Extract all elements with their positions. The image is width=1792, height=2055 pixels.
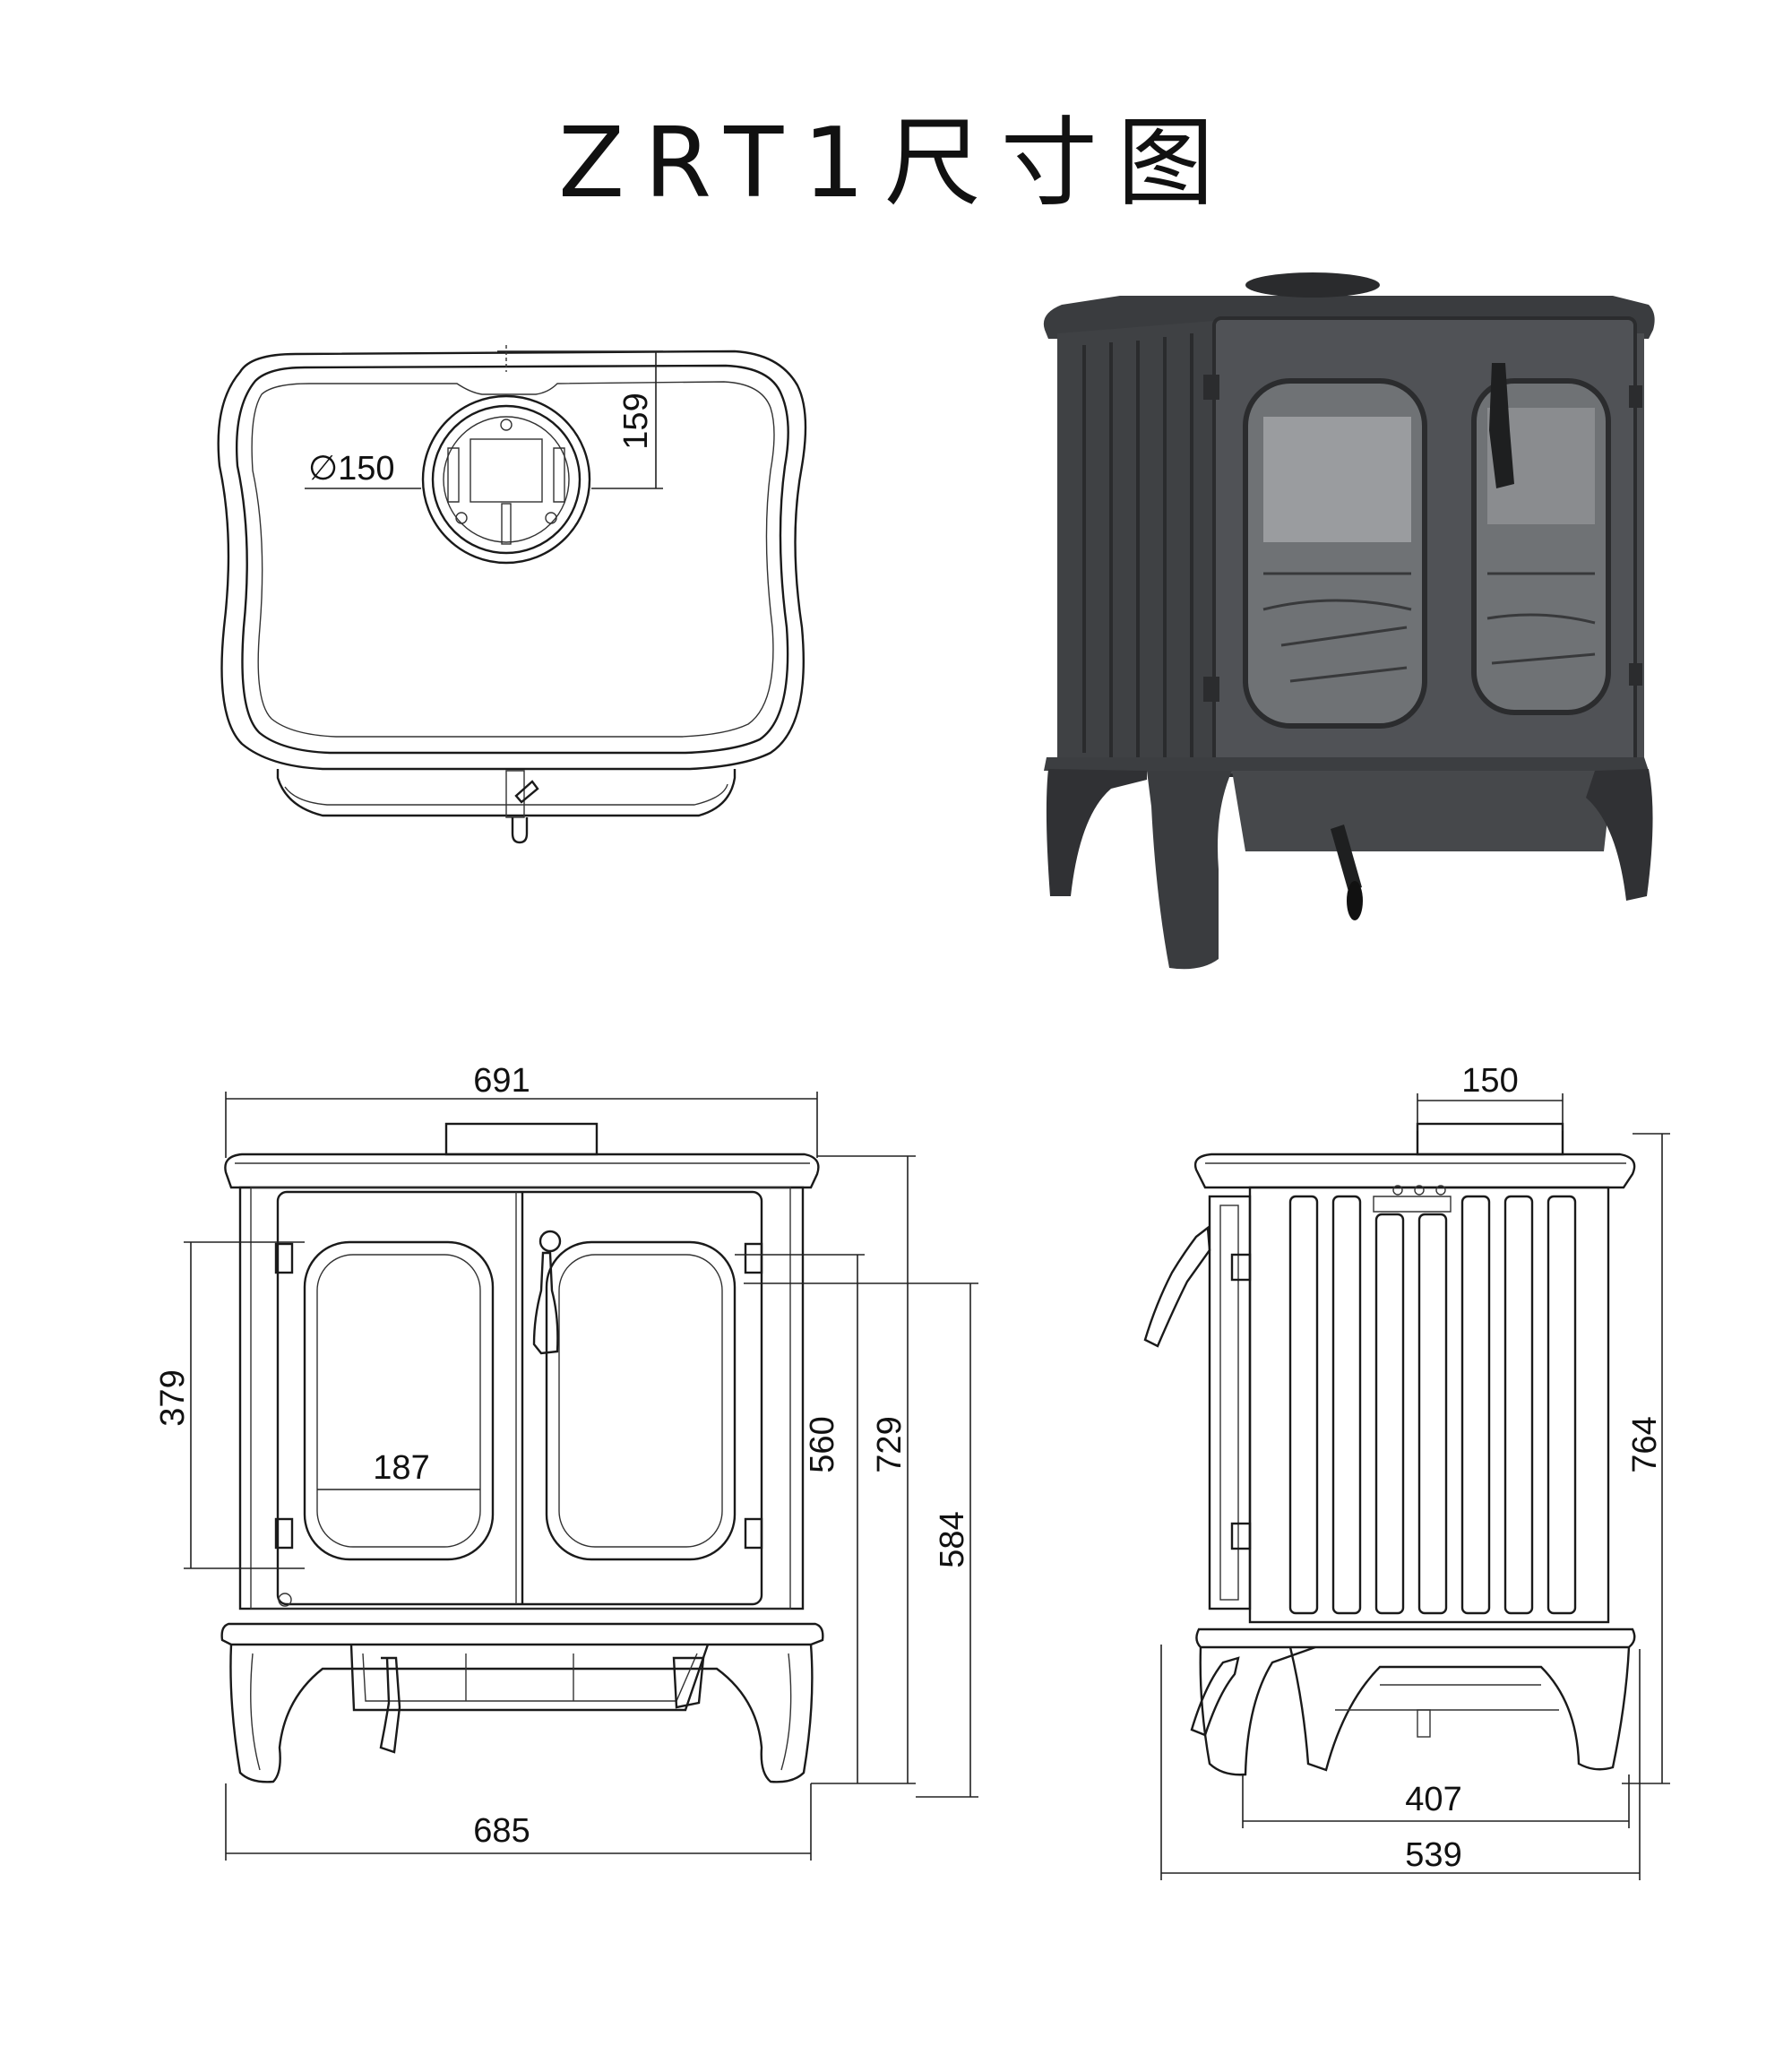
front-view: 691 685 379 187 560 729 584 bbox=[154, 1062, 978, 1861]
side-height-label: 764 bbox=[1626, 1416, 1664, 1472]
diameter-label: ∅150 bbox=[308, 450, 395, 488]
depth-label: 539 bbox=[1405, 1836, 1461, 1874]
base-width-label: 685 bbox=[473, 1812, 530, 1850]
stove-render bbox=[1043, 272, 1655, 970]
top-view: ∅150 159 bbox=[217, 345, 807, 844]
page-title: ZRT1尺寸图 bbox=[558, 108, 1234, 220]
door-height-label: 379 bbox=[154, 1369, 192, 1426]
flue-width-label: 150 bbox=[1461, 1062, 1518, 1100]
height-729-label: 729 bbox=[871, 1416, 909, 1472]
leg-span-label: 407 bbox=[1405, 1781, 1461, 1818]
height-560-label: 560 bbox=[804, 1416, 841, 1472]
side-view: 150 764 407 539 bbox=[1143, 1062, 1670, 1880]
flue-offset-label: 159 bbox=[617, 393, 655, 449]
glass-width-label: 187 bbox=[373, 1449, 429, 1487]
height-584-label: 584 bbox=[934, 1511, 971, 1567]
overall-width-label: 691 bbox=[473, 1062, 530, 1100]
